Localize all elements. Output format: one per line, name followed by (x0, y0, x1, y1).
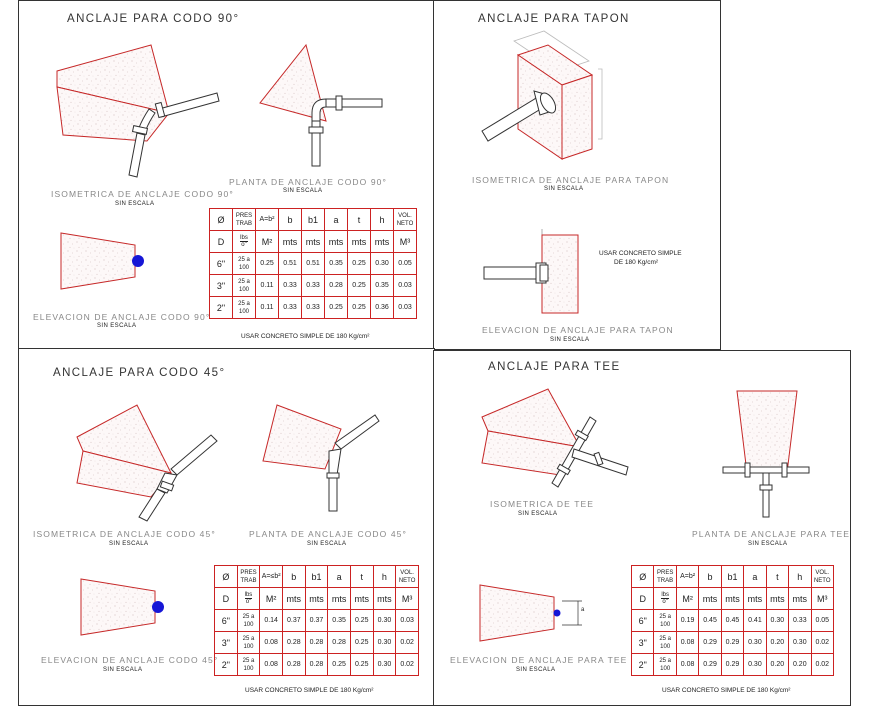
panel-tee: ANCLAJE PARA TEE ISOMETRICA DE TEE SIN E… (433, 350, 851, 706)
pipe-section-marker (553, 609, 561, 617)
panel-tapon: ANCLAJE PARA TAPON ISOMETRICA DE ANCLAJE… (433, 0, 721, 350)
col-a: a (324, 208, 348, 231)
iso-caption: ISOMETRICA DE ANCLAJE CODO 90° (51, 189, 234, 199)
elev-drawing-tapon (483, 229, 579, 314)
col-area: A=b² (255, 208, 279, 231)
panel-title: ANCLAJE PARA CODO 90° (67, 13, 240, 25)
iso-scale: SIN ESCALA (115, 201, 155, 207)
elev-drawing-tee (479, 584, 582, 642)
planta-scale: SIN ESCALA (748, 541, 788, 547)
concrete-note-line2: DE 180 Kg/cm² (614, 259, 659, 266)
col-b: b (278, 208, 302, 231)
panel-title: ANCLAJE PARA CODO 45° (53, 367, 226, 379)
iso-scale: SIN ESCALA (109, 541, 149, 547)
iso-drawing-tapon (481, 30, 603, 160)
planta-drawing-tee (722, 390, 810, 518)
elev-caption: ELEVACION DE ANCLAJE PARA TEE (450, 655, 628, 665)
iso-drawing-codo-90 (56, 44, 220, 178)
planta-scale: SIN ESCALA (283, 188, 323, 194)
dimension-label: a (581, 607, 585, 613)
concrete-note-line1: USAR CONCRETO SIMPLE (599, 250, 682, 257)
elev-scale: SIN ESCALA (103, 667, 143, 673)
iso-scale: SIN ESCALA (518, 511, 558, 517)
pipe-section-marker (132, 255, 144, 267)
col-vol: VOL.NETO (393, 208, 417, 231)
elev-caption: ELEVACION DE ANCLAJE CODO 45° (41, 655, 219, 665)
concrete-note: USAR CONCRETO SIMPLE DE 180 Kg/cm² (245, 687, 374, 694)
concrete-note: USAR CONCRETO SIMPLE DE 180 Kg/cm² (662, 687, 791, 694)
planta-caption: PLANTA DE ANCLAJE CODO 45° (249, 529, 407, 539)
elev-scale: SIN ESCALA (550, 337, 590, 343)
col-t: t (347, 208, 371, 231)
elev-caption: ELEVACION DE ANCLAJE PARA TAPON (482, 325, 674, 335)
col-phi: Ø (209, 208, 233, 231)
planta-caption: PLANTA DE ANCLAJE PARA TEE (692, 529, 851, 539)
panel-title: ANCLAJE PARA TAPON (478, 13, 630, 25)
planta-scale: SIN ESCALA (307, 541, 347, 547)
iso-scale: SIN ESCALA (544, 186, 584, 192)
elev-drawing-codo-45 (80, 578, 164, 636)
col-h: h (370, 208, 394, 231)
pipe-section-marker (152, 601, 164, 613)
panel-codo-90: ANCLAJE PARA CODO 90° ISOMETRICA DE ANCL… (18, 0, 435, 350)
planta-drawing-codo-45 (262, 404, 380, 512)
iso-drawing-codo-45 (76, 404, 218, 522)
elev-caption: ELEVACION DE ANCLAJE CODO 90° (33, 312, 211, 322)
concrete-note: USAR CONCRETO SIMPLE DE 180 Kg/cm² (241, 333, 370, 340)
col-b1: b1 (301, 208, 325, 231)
iso-drawing-tee (481, 388, 629, 488)
iso-caption: ISOMETRICA DE TEE (490, 499, 595, 509)
planta-drawing-codo-90 (259, 43, 383, 167)
elev-scale: SIN ESCALA (516, 667, 556, 673)
panel-title: ANCLAJE PARA TEE (488, 361, 621, 373)
panel-codo-45: ANCLAJE PARA CODO 45° ISOMETRICA DE ANCL… (18, 348, 435, 706)
planta-caption: PLANTA DE ANCLAJE CODO 90° (229, 177, 387, 187)
elev-scale: SIN ESCALA (97, 323, 137, 329)
iso-caption: ISOMETRICA DE ANCLAJE CODO 45° (33, 529, 216, 539)
iso-caption: ISOMETRICA DE ANCLAJE PARA TAPON (472, 175, 670, 185)
elev-drawing-codo-90 (60, 232, 144, 290)
